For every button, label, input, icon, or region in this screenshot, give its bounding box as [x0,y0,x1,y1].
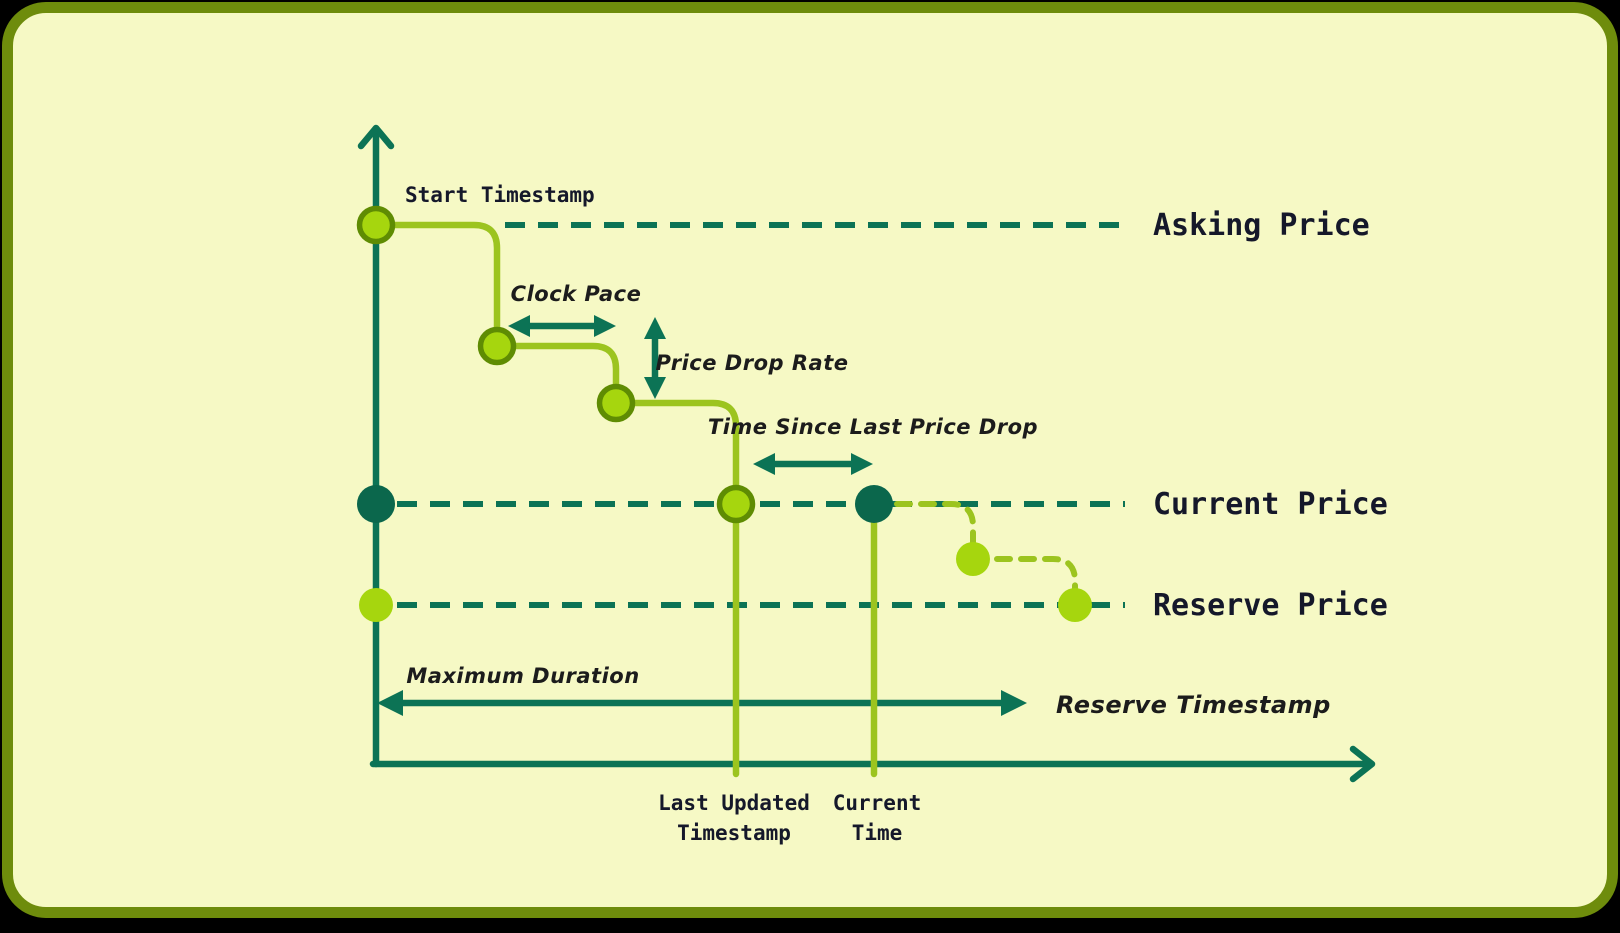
projected-price-point-1 [956,542,990,576]
start-timestamp-point [360,209,393,242]
time-since-arrowhead-left-icon [753,453,775,475]
price-step-point-2 [481,330,514,363]
price-drop-rate-label: Price Drop Rate [656,351,849,375]
last-updated-price-point [720,488,753,521]
current-time-price-point [855,485,893,523]
clock-pace-arrowhead-right-icon [594,315,616,337]
time-since-last-price-drop-label: Time Since Last Price Drop [708,415,1038,439]
diagram-panel: Start Timestamp Asking Price Current Pri… [2,2,1618,918]
maximum-duration-label: Maximum Duration [406,664,639,688]
price-drop-rate-arrowhead-bottom-icon [644,377,666,399]
start-timestamp-label: Start Timestamp [405,183,595,207]
time-since-arrowhead-right-icon [851,453,873,475]
dutch-auction-price-diagram: Start Timestamp Asking Price Current Pri… [13,13,1620,933]
asking-price-label: Asking Price [1153,208,1370,243]
reserve-price-label: Reserve Price [1153,588,1388,623]
projected-reserve-point [1058,588,1092,622]
last-updated-timestamp-label-line2: Timestamp [677,821,791,845]
reserve-price-axis-point [359,588,393,622]
clock-pace-label: Clock Pace [511,282,642,306]
current-time-label-line2: Time [852,821,903,845]
last-updated-timestamp-label-line1: Last Updated [658,791,810,815]
current-price-label: Current Price [1153,487,1388,522]
current-time-label-line1: Current [833,791,922,815]
maximum-duration-arrowhead-right-icon [1001,690,1027,716]
reserve-timestamp-label: Reserve Timestamp [1056,691,1331,719]
current-price-axis-point [357,485,395,523]
maximum-duration-arrowhead-left-icon [377,690,403,716]
price-step-point-3 [600,387,633,420]
price-drop-rate-arrowhead-top-icon [644,317,666,339]
price-step-line [376,225,736,774]
